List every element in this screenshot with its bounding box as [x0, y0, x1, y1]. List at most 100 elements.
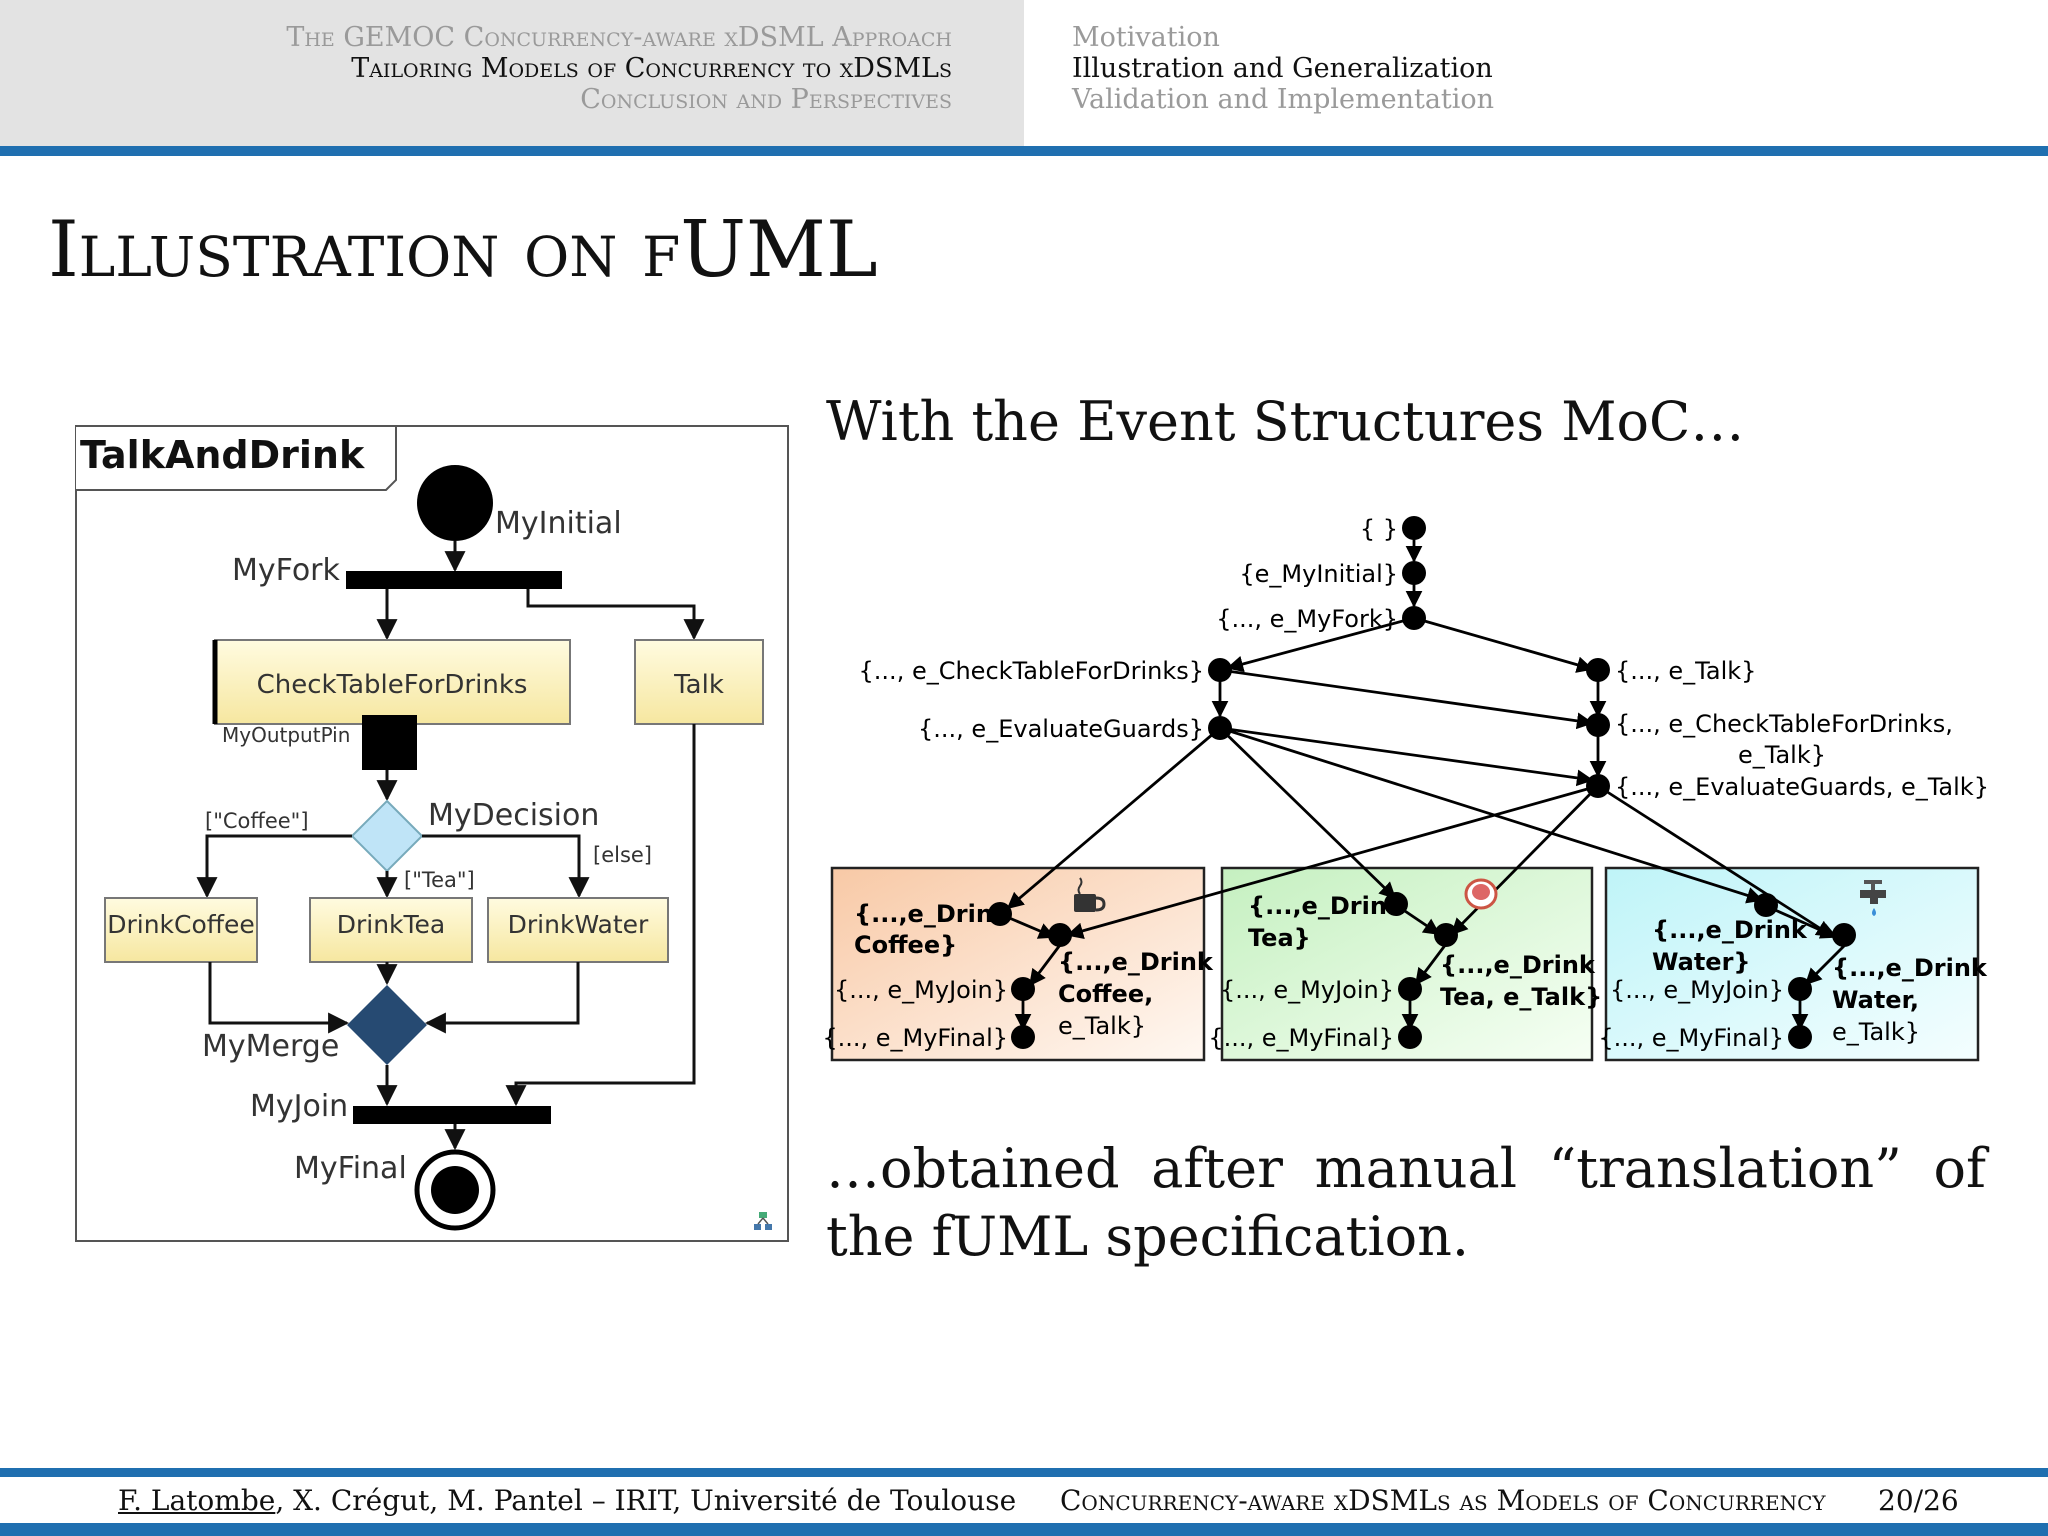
nav-subsection-3[interactable]: Validation and Implementation: [1072, 84, 1495, 115]
label-water-talk-2: Water,: [1832, 986, 1919, 1014]
drink-tea-label: DrinkTea: [337, 910, 446, 939]
footer-divider-bar: [0, 1468, 2048, 1477]
label-empty: { }: [1360, 515, 1398, 543]
event-node-initial: [1402, 561, 1426, 585]
label-coffee-talk-1: {...,e_Drink: [1058, 948, 1214, 976]
label-coffee-2: Coffee}: [854, 931, 957, 959]
check-table-action: [214, 639, 571, 725]
event-node-tea: [1384, 892, 1408, 916]
label-evaluate-talk: {..., e_EvaluateGuards, e_Talk}: [1615, 773, 1989, 801]
nav-subsection-2-active[interactable]: Illustration and Generalization: [1072, 53, 1493, 84]
event-node-check: [1208, 658, 1232, 682]
nav-section-3[interactable]: Conclusion and Perspectives: [580, 84, 952, 115]
decision-label: MyDecision: [428, 798, 599, 833]
tea-cup-icon: [1464, 878, 1498, 910]
event-node-water-join: [1788, 977, 1812, 1001]
check-table-label: CheckTableForDrinks: [257, 670, 528, 700]
activity-name: TalkAndDrink: [80, 433, 365, 477]
nav-section-2-active[interactable]: Tailoring Models of Concurrency to xDSML…: [351, 53, 952, 84]
label-water-final: {..., e_MyFinal}: [1598, 1024, 1784, 1052]
output-pin-label: MyOutputPin: [222, 723, 350, 747]
header-divider-bar: [0, 146, 2048, 156]
label-water-join: {..., e_MyJoin}: [1610, 976, 1784, 1004]
event-node-water: [1754, 893, 1778, 917]
fork-label: MyFork: [232, 553, 341, 588]
nav-section-1[interactable]: The GEMOC Concurrency-aware xDSML Approa…: [286, 22, 952, 53]
event-node-tea-talk: [1434, 923, 1458, 947]
label-evaluate: {..., e_EvaluateGuards}: [918, 715, 1204, 743]
output-pin: [362, 715, 417, 770]
footer-talk-title: Concurrency-aware xDSMLs as Models of Co…: [1060, 1484, 1826, 1517]
subsection-navigation: Motivation Illustration and Generalizati…: [1024, 0, 2048, 146]
label-tea-talk-1: {...,e_Drink: [1440, 951, 1596, 979]
event-node-talk: [1586, 658, 1610, 682]
final-label: MyFinal: [294, 1151, 407, 1186]
fork-bar: [346, 571, 562, 589]
event-node-water-final: [1788, 1025, 1812, 1049]
event-node-empty: [1402, 516, 1426, 540]
drink-coffee-action: [104, 897, 258, 963]
label-coffee-1: {...,e_Drink: [854, 900, 1010, 928]
label-check-talk-1: {..., e_CheckTableForDrinks,: [1615, 710, 1953, 738]
label-tea-final: {..., e_MyFinal}: [1208, 1024, 1394, 1052]
label-water-talk-1: {...,e_Drink: [1832, 954, 1988, 982]
talk-label: Talk: [673, 670, 724, 700]
page-number: 20/26: [1878, 1484, 1959, 1517]
event-node-tea-final: [1398, 1025, 1422, 1049]
event-node-coffee-final: [1011, 1025, 1035, 1049]
guard-else: [else]: [593, 843, 652, 867]
slide-header: The GEMOC Concurrency-aware xDSML Approa…: [0, 0, 2048, 146]
presenter-name: F. Latombe: [118, 1484, 276, 1517]
event-node-water-talk: [1832, 923, 1856, 947]
water-tap-icon: [1860, 880, 1886, 916]
event-node-coffee: [988, 902, 1012, 926]
drink-water-label: DrinkWater: [508, 910, 649, 939]
conclusion-text: …obtained after manual “translation” of …: [826, 1137, 1986, 1268]
label-coffee-talk-2: Coffee,: [1058, 980, 1153, 1008]
label-tea-join: {..., e_MyJoin}: [1220, 976, 1394, 1004]
label-coffee-final: {..., e_MyFinal}: [822, 1024, 1008, 1052]
authors-affiliation: , X. Crégut, M. Pantel – IRIT, Universit…: [275, 1484, 1017, 1517]
initial-node: [417, 465, 493, 541]
coffee-cup-icon: [1074, 877, 1106, 912]
event-node-tea-join: [1398, 977, 1422, 1001]
label-tea-talk-2: Tea, e_Talk}: [1440, 983, 1602, 1011]
event-node-evaluate-talk: [1586, 774, 1610, 798]
event-node-evaluate: [1208, 716, 1232, 740]
drink-tea-action: [309, 897, 473, 963]
label-coffee-talk-3: e_Talk}: [1058, 1012, 1146, 1040]
diagram-hierarchy-icon: [754, 1212, 772, 1230]
event-node-check-talk: [1586, 713, 1610, 737]
label-tea-2: Tea}: [1248, 924, 1311, 952]
label-water-talk-3: e_Talk}: [1832, 1018, 1920, 1046]
event-node-coffee-join: [1011, 977, 1035, 1001]
merge-node: [347, 985, 427, 1065]
talk-action: [634, 639, 764, 725]
label-check-talk-2: e_Talk}: [1738, 741, 1826, 769]
event-structure-diagram: { } {e_MyInitial} {..., e_MyFork} {..., …: [822, 515, 1989, 1062]
merge-label: MyMerge: [202, 1029, 339, 1064]
label-tea-1: {...,e_Drink: [1248, 892, 1404, 920]
label-talk: {..., e_Talk}: [1615, 657, 1756, 685]
fuml-activity-diagram: TalkAndDrink MyInitial MyFork CheckTable…: [75, 425, 789, 1242]
event-node-fork: [1402, 606, 1426, 630]
label-check: {..., e_CheckTableForDrinks}: [859, 657, 1204, 685]
label-fork: {..., e_MyFork}: [1216, 605, 1398, 633]
initial-label: MyInitial: [495, 506, 622, 541]
join-bar: [353, 1106, 551, 1124]
join-label: MyJoin: [250, 1089, 348, 1124]
label-initial: {e_MyInitial}: [1239, 560, 1398, 588]
slide-title: Illustration on fUML: [48, 205, 878, 295]
guard-tea: ["Tea"]: [404, 868, 475, 892]
footer-bottom-bar: [0, 1523, 2048, 1536]
section-navigation: The GEMOC Concurrency-aware xDSML Approa…: [0, 0, 1024, 146]
drink-coffee-label: DrinkCoffee: [107, 910, 255, 939]
nav-subsection-1[interactable]: Motivation: [1072, 22, 1220, 53]
guard-coffee: ["Coffee"]: [205, 809, 309, 833]
footer-authors: F. Latombe, X. Crégut, M. Pantel – IRIT,…: [118, 1484, 1016, 1517]
label-water-1: {...,e_Drink: [1652, 916, 1808, 944]
label-water-2: Water}: [1652, 948, 1750, 976]
lead-text: With the Event Structures MoC…: [826, 390, 1745, 453]
event-node-coffee-talk: [1048, 923, 1072, 947]
label-coffee-join: {..., e_MyJoin}: [834, 976, 1008, 1004]
